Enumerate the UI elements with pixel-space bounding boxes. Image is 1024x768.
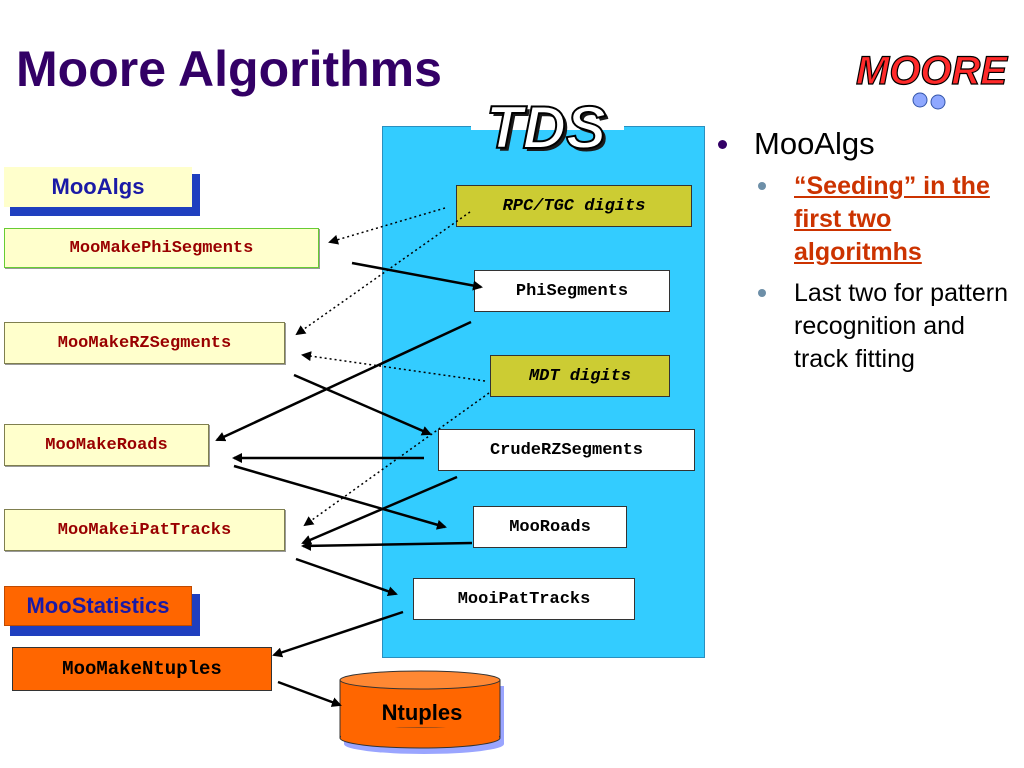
tds-mooipattracks: MooiPatTracks xyxy=(413,578,635,620)
tds-mdt-digits: MDT digits xyxy=(490,355,670,397)
tds-notch xyxy=(471,94,624,130)
bullet-level2-pattern: Last two for pattern recognition and tra… xyxy=(718,277,1018,376)
bullet-dot-icon xyxy=(758,182,766,190)
bullet-dot-icon xyxy=(758,289,766,297)
seeding-link[interactable]: “Seeding” in the first two algoritmhs xyxy=(794,172,990,266)
svg-text:MOORE: MOORE xyxy=(856,49,1008,93)
bullet-level1-text: MooAlgs xyxy=(754,126,875,161)
moostatistics-header: MooStatistics xyxy=(4,586,192,626)
ntuples-cylinder: Ntuples xyxy=(338,670,508,758)
mooalgs-header: MooAlgs xyxy=(4,167,192,207)
moore-logo: MOORE xyxy=(850,22,1010,117)
arrow-ipat-to-ipattracks xyxy=(295,557,398,597)
algorithm-moomakeipattracks: MooMakeiPatTracks xyxy=(4,509,285,551)
pattern-text: Last two for pattern recognition and tra… xyxy=(794,279,1009,373)
bullet-dot-icon xyxy=(718,140,727,149)
bullet-level2-seeding[interactable]: “Seeding” in the first two algoritmhs xyxy=(718,170,1018,269)
algorithm-moomakentuples: MooMakeNtuples xyxy=(12,647,272,691)
algorithm-moomakerzsegments: MooMakeRZSegments xyxy=(4,322,285,364)
tds-phisegments: PhiSegments xyxy=(474,270,670,312)
arrow-ntuples-to-file xyxy=(277,680,342,707)
bullet-list: MooAlgs “Seeding” in the first two algor… xyxy=(718,126,1018,376)
algorithm-moomakeroads: MooMakeRoads xyxy=(4,424,209,466)
bullet-level1: MooAlgs xyxy=(718,126,1018,162)
svg-text:TDS: TDS xyxy=(486,94,606,161)
tds-crudersegments: CrudeRZSegments xyxy=(438,429,695,471)
tds-rpc-tgc-digits: RPC/TGC digits xyxy=(456,185,692,227)
svg-text:TDS: TDS xyxy=(489,97,609,164)
tds-label: TDS TDS xyxy=(470,88,620,168)
tds-mooroads: MooRoads xyxy=(473,506,627,548)
slide-title: Moore Algorithms xyxy=(16,41,442,97)
ntuples-label: Ntuples xyxy=(381,700,463,725)
algorithm-moomakephisegments: MooMakePhiSegments xyxy=(4,228,319,268)
